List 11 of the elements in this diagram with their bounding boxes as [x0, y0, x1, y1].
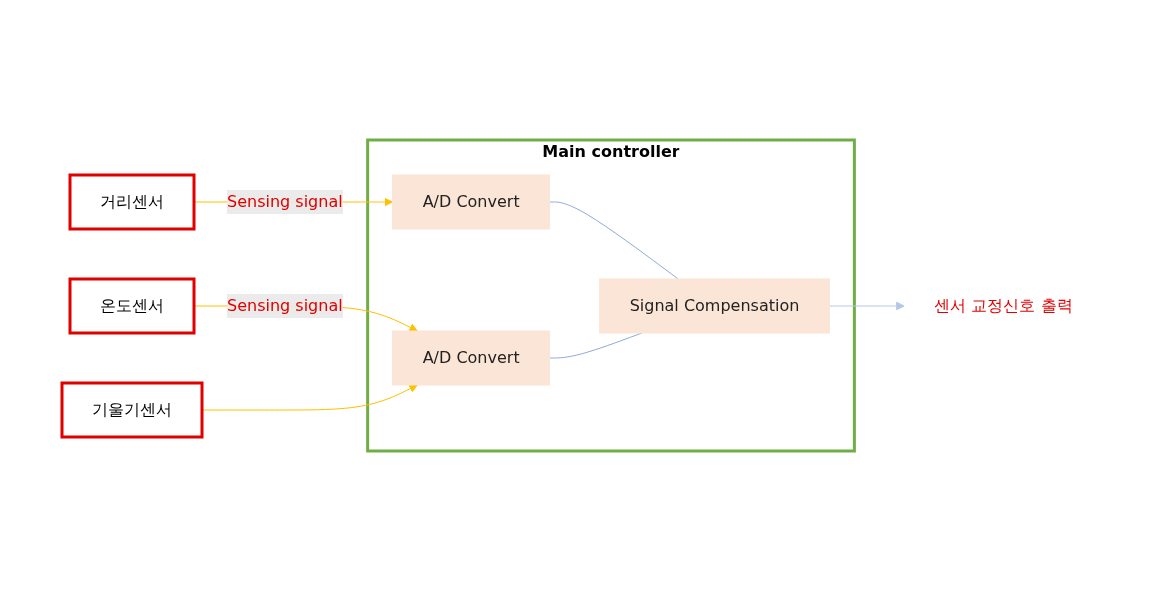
- node-box: 온도센서: [68, 277, 196, 335]
- connector: [549, 201, 679, 280]
- node-box: A/D Convert: [392, 174, 551, 230]
- node-box: A/D Convert: [392, 330, 551, 386]
- node-box: 기울기센서: [60, 381, 204, 439]
- arrow: [829, 301, 905, 311]
- edge-label: Sensing signal: [227, 296, 343, 315]
- edge-label: Sensing signal: [227, 192, 343, 211]
- node-box: Signal Compensation: [599, 278, 831, 334]
- node-text: 센서 교정신호 출력: [934, 296, 1073, 315]
- node-box: 거리센서: [68, 173, 196, 231]
